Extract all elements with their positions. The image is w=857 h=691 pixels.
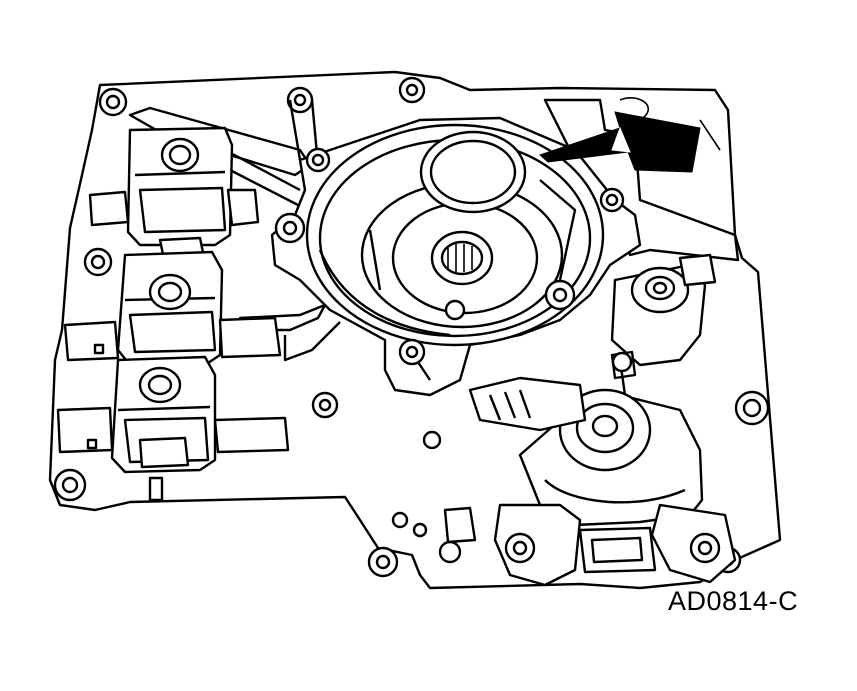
- plate-holes: [53, 76, 770, 578]
- o-ring-seal: [419, 130, 527, 214]
- small-actuator: [610, 253, 717, 380]
- solenoid-middle: [63, 250, 282, 367]
- central-housing: [270, 116, 642, 397]
- solenoid-bottom: [56, 355, 290, 502]
- sensor-assembly: [468, 351, 737, 587]
- arrow-icon: [539, 111, 701, 173]
- figure-code: AD0814-C: [668, 586, 799, 616]
- plate-cutout: [443, 506, 477, 544]
